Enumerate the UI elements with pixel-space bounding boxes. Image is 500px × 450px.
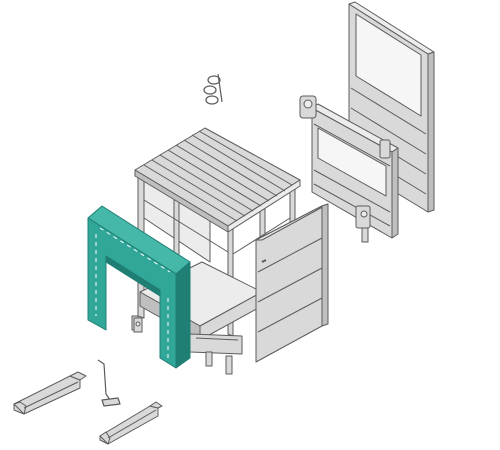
bumper-rail-right <box>99 401 163 445</box>
bumper-rail-left <box>13 371 87 415</box>
anchor-bracket <box>133 317 143 333</box>
roof-panel <box>134 127 301 233</box>
door-mechanism <box>299 95 391 243</box>
seal-shelter <box>87 205 191 369</box>
lever-handle <box>97 359 121 407</box>
side-wall-panel <box>255 203 329 363</box>
sectional-door-small <box>311 103 399 239</box>
chain-links <box>203 73 223 105</box>
